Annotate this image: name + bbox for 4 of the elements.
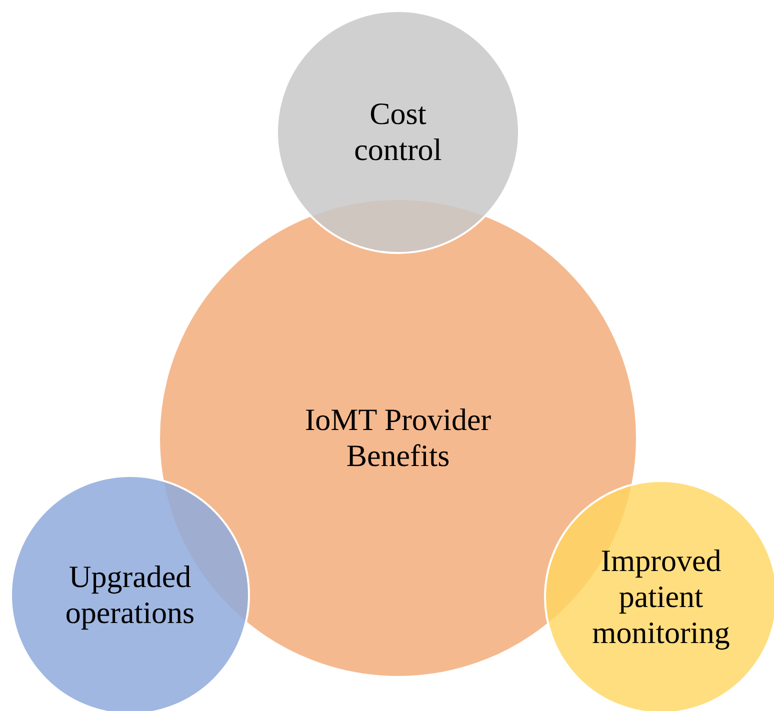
circle-label: Upgraded operations <box>64 559 196 631</box>
circle-label: Cost control <box>353 96 443 168</box>
circle-label: Improved patient monitoring <box>591 543 731 651</box>
circle-label: IoMT Provider Benefits <box>304 402 492 474</box>
